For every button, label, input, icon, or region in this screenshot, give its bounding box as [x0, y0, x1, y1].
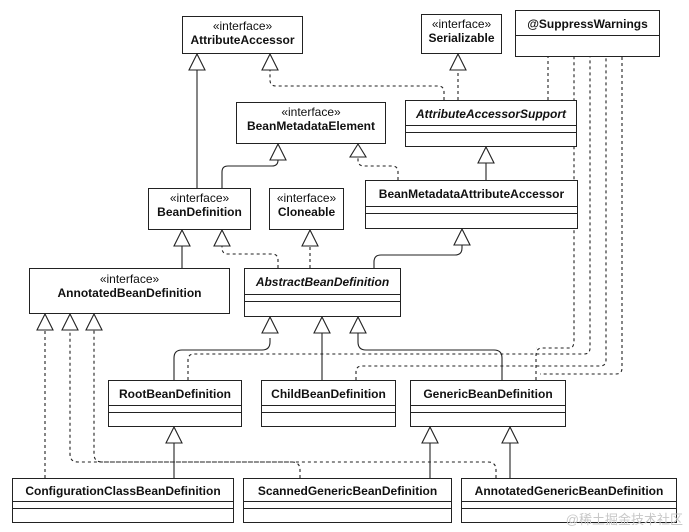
cloneable-box: «interface» Cloneable	[269, 188, 344, 230]
class-name: BeanMetadataAttributeAccessor	[378, 187, 565, 201]
suppress-warnings-box: @SuppressWarnings	[515, 10, 660, 57]
arrowhead-beandefinition-1	[173, 228, 191, 247]
arrowhead-attributeaccessor-2	[261, 52, 279, 71]
attributes-compartment	[245, 294, 400, 301]
edge-abd-bmaa	[373, 245, 463, 268]
stereotype: «interface»	[212, 19, 273, 33]
attributes-compartment	[406, 125, 576, 132]
class-name: AnnotatedBeanDefinition	[57, 286, 202, 300]
edge-aas-attributeaccessor	[269, 70, 445, 100]
edge-beandefinition-beanmetadataelement	[221, 159, 279, 188]
operations-compartment	[406, 132, 576, 139]
class-name: ScannedGenericBeanDefinition	[257, 484, 438, 498]
arrowhead-generic-1	[421, 425, 439, 444]
annotated-generic-bean-definition-box: AnnotatedGenericBeanDefinition	[461, 478, 677, 523]
attributes-compartment	[366, 206, 577, 213]
class-name: ConfigurationClassBeanDefinition	[25, 484, 221, 498]
attributes-compartment	[262, 405, 395, 412]
edge-misc-suppresswarnings	[540, 57, 623, 375]
class-name: RootBeanDefinition	[119, 387, 231, 401]
scanned-generic-bean-definition-box: ScannedGenericBeanDefinition	[243, 478, 452, 523]
class-name: AbstractBeanDefinition	[255, 275, 390, 289]
child-bean-definition-box: ChildBeanDefinition	[261, 380, 396, 427]
arrowhead-beanmetadataelement-2	[349, 142, 367, 158]
root-bean-definition-box: RootBeanDefinition	[108, 380, 242, 427]
arrowhead-beanmetadataelement-1	[269, 142, 287, 161]
operations-compartment	[462, 508, 676, 515]
bean-definition-box: «interface» BeanDefinition	[148, 188, 251, 230]
arrowhead-abd-3	[349, 315, 367, 334]
annotated-bean-definition-box: «interface» AnnotatedBeanDefinition	[29, 268, 230, 314]
operations-compartment	[13, 508, 233, 515]
abstract-bean-definition-box: AbstractBeanDefinition	[244, 268, 401, 317]
arrowhead-annotated-1	[36, 312, 54, 331]
stereotype: «interface»	[281, 105, 341, 119]
edge-annotatedgeneric-annotated	[93, 330, 497, 478]
attributes-compartment	[462, 501, 676, 508]
arrowhead-beandefinition-2	[213, 228, 231, 247]
attributes-compartment	[411, 405, 565, 412]
attributes-compartment	[109, 405, 241, 412]
operations-compartment	[366, 213, 577, 220]
edge-root-abd	[173, 338, 271, 380]
arrowhead-cloneable	[301, 228, 319, 247]
stereotype: «interface»	[169, 191, 230, 205]
arrowhead-bmaa	[453, 227, 471, 246]
attribute-accessor-box: «interface» AttributeAccessor	[182, 16, 303, 54]
arrowhead-serializable	[449, 52, 467, 71]
attributes-compartment	[13, 501, 233, 508]
arrowhead-suppresswarnings	[477, 145, 495, 164]
arrowhead-annotated-3	[85, 312, 103, 331]
edge-abd-beandefinition	[221, 246, 279, 268]
attributes-compartment	[244, 501, 451, 508]
attribute-accessor-support-box: AttributeAccessorSupport	[405, 100, 577, 147]
edge-scanned-annotated	[69, 330, 301, 478]
class-name: ChildBeanDefinition	[271, 387, 386, 401]
arrowhead-abd-2	[313, 315, 331, 334]
arrowhead-annotated-2	[61, 312, 79, 331]
class-name: AttributeAccessorSupport	[415, 107, 567, 121]
class-name: Cloneable	[277, 205, 336, 219]
stereotype: «interface»	[431, 17, 492, 31]
arrowhead-attributeaccessor-1	[188, 52, 206, 71]
operations-compartment	[262, 412, 395, 419]
bean-metadata-element-box: «interface» BeanMetadataElement	[236, 102, 386, 144]
class-name: GenericBeanDefinition	[423, 387, 553, 401]
operations-compartment	[411, 412, 565, 419]
class-name: AnnotatedGenericBeanDefinition	[474, 484, 664, 498]
edge-generic-abd	[357, 333, 503, 380]
operations-compartment	[245, 301, 400, 308]
configuration-class-bean-definition-box: ConfigurationClassBeanDefinition	[12, 478, 234, 523]
operations-compartment	[109, 412, 241, 419]
arrowhead-abd-1	[261, 315, 279, 334]
class-name: BeanDefinition	[157, 205, 242, 219]
edge-generic-suppresswarnings	[535, 57, 575, 380]
operations-compartment	[244, 508, 451, 515]
stereotype: «interface»	[99, 272, 160, 286]
class-name: AttributeAccessor	[190, 33, 295, 47]
stereotype: «interface»	[276, 191, 337, 205]
edge-bmaa-beanmetadataelement	[357, 157, 399, 180]
arrowhead-root	[165, 425, 183, 444]
edge-root-suppresswarnings	[187, 57, 591, 380]
serializable-box: «interface» Serializable	[421, 14, 502, 54]
class-name: Serializable	[428, 31, 495, 45]
class-name: BeanMetadataElement	[246, 119, 376, 133]
bean-metadata-attribute-accessor-box: BeanMetadataAttributeAccessor	[365, 180, 578, 229]
class-name: @SuppressWarnings	[527, 17, 648, 31]
generic-bean-definition-box: GenericBeanDefinition	[410, 380, 566, 427]
watermark: @稀土掘金技术社区	[565, 512, 683, 527]
arrowhead-generic-2	[501, 425, 519, 444]
